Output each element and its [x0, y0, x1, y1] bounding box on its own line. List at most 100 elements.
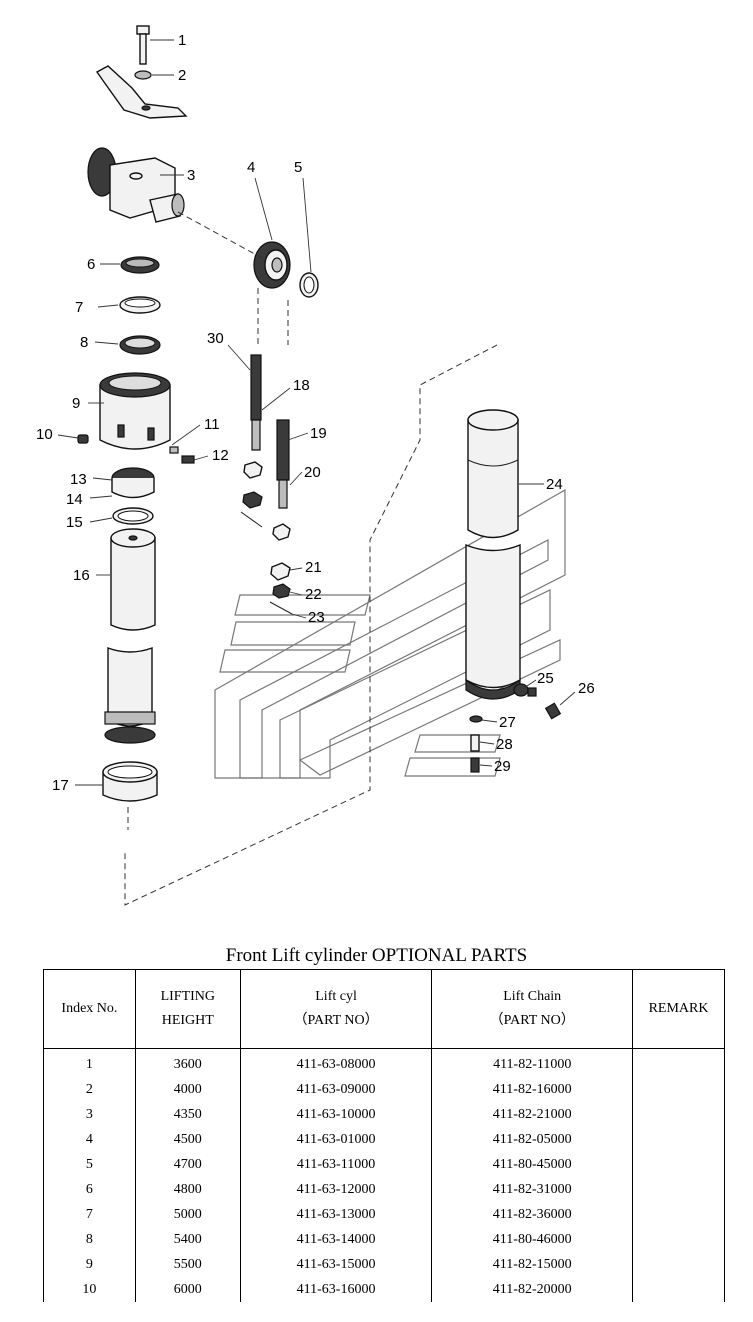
cell-lifting-height: 4000: [134, 1077, 241, 1102]
bracket: [95, 65, 188, 119]
part-5-snap-ring: [299, 272, 319, 298]
cell-index: 1: [43, 1048, 136, 1077]
cell-remark: [632, 1102, 725, 1127]
callout-13: 13: [70, 471, 87, 488]
cell-lifting-height: 6000: [134, 1277, 241, 1302]
cell-lift-chain-part-no: 411-80-45000: [431, 1152, 634, 1177]
callout-1: 1: [178, 32, 186, 49]
callout-30: 30: [207, 330, 224, 347]
cell-index: 8: [43, 1227, 136, 1252]
cell-remark: [632, 1048, 725, 1077]
cell-lifting-height: 5400: [134, 1227, 241, 1252]
callout-21: 21: [305, 559, 322, 576]
callout-16: 16: [73, 567, 90, 584]
cell-remark: [632, 1252, 725, 1277]
part-4-chain-wheel: [253, 241, 291, 289]
exploded-parts-diagram: 1 2 3 4 5 6 7 8 9 10 11 12 13 14 15 16 1…: [36, 25, 595, 906]
callout-11: 11: [204, 416, 220, 433]
cell-lifting-height: 4500: [134, 1127, 241, 1152]
callout-6: 6: [87, 256, 95, 273]
part-9-cylinder-head: [99, 372, 171, 450]
cell-lift-cyl-part-no: 411-63-12000: [239, 1177, 433, 1202]
callout-18: 18: [293, 377, 310, 394]
cell-remark: [632, 1077, 725, 1102]
callout-8: 8: [80, 334, 88, 351]
callout-24: 24: [546, 476, 563, 493]
table-header-row: Index No. LIFTING HEIGHT Lift cyl （PART …: [43, 969, 725, 1049]
cell-lift-chain-part-no: 411-82-05000: [431, 1127, 634, 1152]
cell-lift-cyl-part-no: 411-63-14000: [239, 1227, 433, 1252]
callout-7: 7: [75, 299, 83, 316]
cell-remark: [632, 1177, 725, 1202]
nuts-and-pins: [240, 461, 293, 615]
cell-lift-chain-part-no: 411-82-16000: [431, 1077, 634, 1102]
cell-lift-cyl-part-no: 411-63-16000: [239, 1277, 433, 1302]
cell-lift-cyl-part-no: 411-63-11000: [239, 1152, 433, 1177]
cell-lift-cyl-part-no: 411-63-10000: [239, 1102, 433, 1127]
cell-lift-cyl-part-no: 411-63-15000: [239, 1252, 433, 1277]
cell-lift-cyl-part-no: 411-63-09000: [239, 1077, 433, 1102]
cell-remark: [632, 1277, 725, 1302]
callout-29: 29: [494, 758, 511, 775]
cell-lifting-height: 5000: [134, 1202, 241, 1227]
part-6-ring: [120, 256, 160, 274]
part-8-ring: [119, 335, 161, 355]
part-15-oring: [112, 507, 154, 525]
cell-lift-cyl-part-no: 411-63-08000: [239, 1048, 433, 1077]
callout-10: 10: [36, 426, 53, 443]
part-7-ring: [119, 296, 161, 314]
cell-index: 2: [43, 1077, 136, 1102]
cell-lift-chain-part-no: 411-82-36000: [431, 1202, 634, 1227]
header-lift-chain: Lift Chain （PART NO）: [431, 969, 634, 1049]
cell-index: 9: [43, 1252, 136, 1277]
part-13-bushing: [111, 467, 155, 499]
cell-remark: [632, 1202, 725, 1227]
cell-lifting-height: 5500: [134, 1252, 241, 1277]
cell-index: 10: [43, 1277, 136, 1302]
cell-lift-cyl-part-no: 411-63-01000: [239, 1127, 433, 1152]
cell-lift-chain-part-no: 411-82-21000: [431, 1102, 634, 1127]
table-title: Front Lift cylinder OPTIONAL PARTS: [225, 945, 528, 966]
callout-5: 5: [294, 159, 302, 176]
part-25-26-elbow-fitting: [513, 683, 562, 720]
callout-12: 12: [212, 447, 229, 464]
header-remark: REMARK: [632, 969, 725, 1049]
cell-index: 6: [43, 1177, 136, 1202]
callout-4: 4: [247, 159, 255, 176]
part-19-chain: [276, 419, 290, 509]
header-lift-cyl: Lift cyl （PART NO）: [239, 969, 433, 1049]
header-index: Index No.: [43, 969, 136, 1049]
callout-9: 9: [72, 395, 80, 412]
part-27-28-29-fittings: [469, 715, 483, 773]
header-lifting-height: LIFTING HEIGHT: [134, 969, 241, 1049]
part-1-bolt: [136, 25, 150, 65]
cell-index: 3: [43, 1102, 136, 1127]
optional-parts-table: Index No. LIFTING HEIGHT Lift cyl （PART …: [43, 969, 725, 1302]
part-2-washer: [134, 70, 152, 80]
cell-lifting-height: 4350: [134, 1102, 241, 1127]
callout-22: 22: [305, 586, 322, 603]
callout-leaders: [57, 39, 576, 786]
part-10-plug: [77, 434, 89, 444]
callout-26: 26: [578, 680, 595, 697]
cell-lift-cyl-part-no: 411-63-13000: [239, 1202, 433, 1227]
part-3-chain-wheel-support: [87, 147, 185, 223]
callout-3: 3: [187, 167, 195, 184]
cell-remark: [632, 1227, 725, 1252]
callout-numbers: 1 2 3 4 5 6 7 8 9 10 11 12 13 14 15 16 1…: [36, 32, 595, 794]
cell-lift-chain-part-no: 411-82-15000: [431, 1252, 634, 1277]
callout-2: 2: [178, 67, 186, 84]
cell-lift-chain-part-no: 411-82-31000: [431, 1177, 634, 1202]
part-17-bushing: [102, 761, 158, 802]
cell-index: 7: [43, 1202, 136, 1227]
